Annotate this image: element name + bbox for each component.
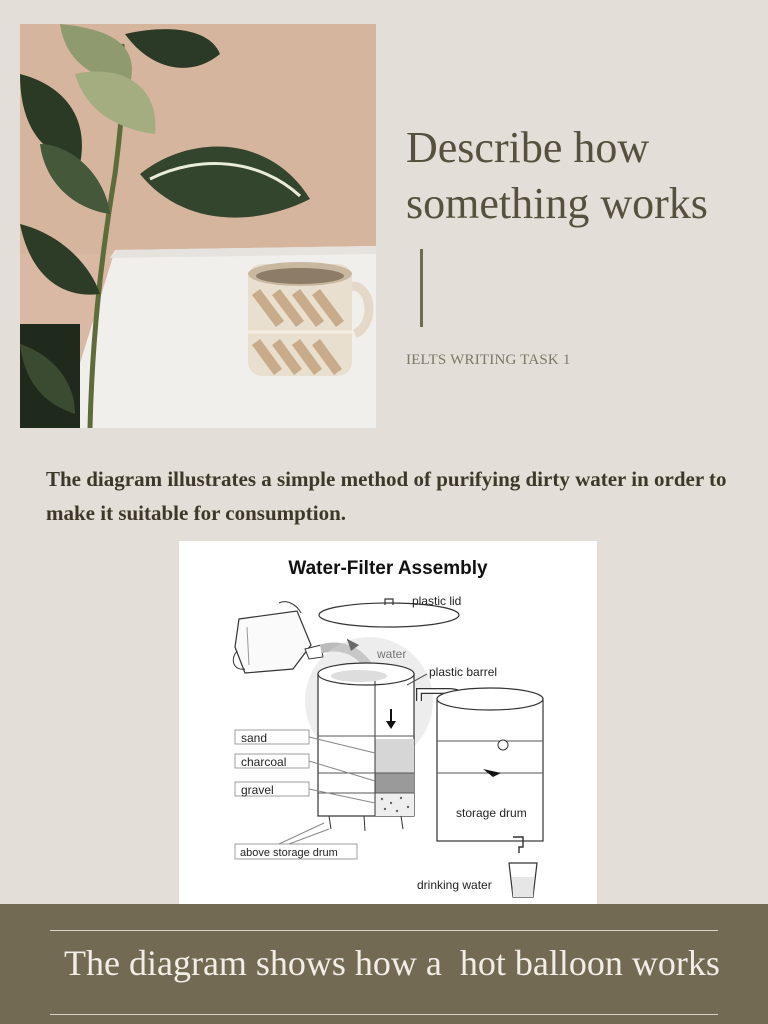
hero-photo <box>20 24 376 428</box>
bottom-banner <box>0 904 768 1024</box>
title-line-1: Describe how <box>406 123 650 172</box>
diagram-svg: Water-Filter Assembly plastic lid water <box>232 558 544 898</box>
storage-drum-icon <box>436 687 544 853</box>
plant-and-mug-illustration <box>20 24 376 428</box>
label-plastic-barrel: plastic barrel <box>429 665 497 679</box>
pour-arrow <box>347 639 359 651</box>
label-above-storage-drum: above storage drum <box>240 847 338 859</box>
title-line-2: something works <box>406 179 708 228</box>
plant-leaves <box>20 24 310 414</box>
task-label: IELTS WRITING TASK 1 <box>406 352 571 368</box>
label-water: water <box>376 647 406 661</box>
water-filter-diagram: Water-Filter Assembly plastic lid water <box>179 541 597 904</box>
banner-top-rule <box>50 930 718 931</box>
label-gravel: gravel <box>241 783 274 797</box>
label-plastic-lid: plastic lid <box>412 594 461 608</box>
filter-barrel-icon <box>317 662 415 832</box>
banner-bottom-rule <box>50 1014 718 1015</box>
accent-divider <box>420 249 423 327</box>
drinking-glass-icon <box>508 862 538 898</box>
striped-mug-icon <box>248 262 374 376</box>
label-drinking-water: drinking water <box>417 878 492 892</box>
intro-paragraph: The diagram illustrates a simple method … <box>46 467 727 525</box>
plastic-lid-icon <box>318 598 460 628</box>
label-sand: sand <box>241 731 267 745</box>
banner-text: The diagram shows how a hot balloon work… <box>64 943 720 983</box>
label-charcoal: charcoal <box>241 755 286 769</box>
page-title: Describe how something works <box>406 120 746 232</box>
label-storage-drum: storage drum <box>456 806 527 820</box>
diagram-title: Water-Filter Assembly <box>288 558 488 579</box>
pouring-container-icon <box>232 601 324 674</box>
